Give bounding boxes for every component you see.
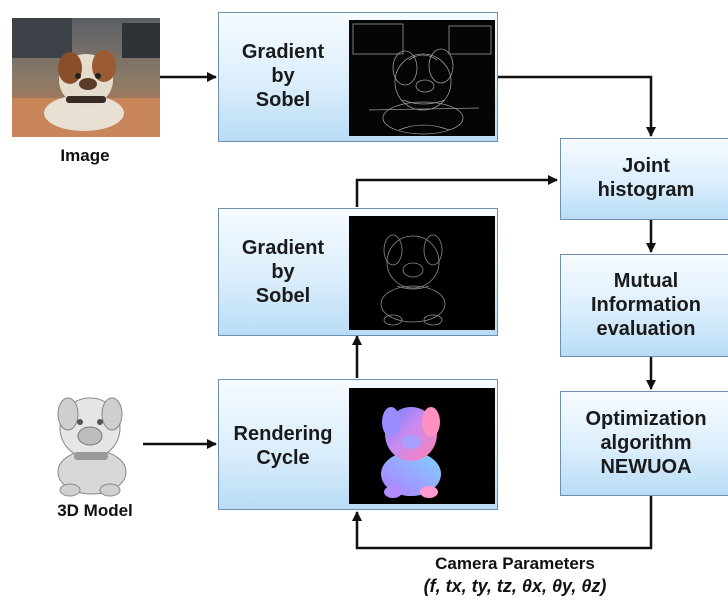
joint-histogram-box: Joint histogram [560, 138, 728, 220]
rendering-cycle-thumbnail [349, 388, 495, 504]
sobel-render-box: Gradient by Sobel [218, 208, 498, 336]
sobel-image-label: Gradient by Sobel [219, 40, 347, 112]
sobel-image-box: Gradient by Sobel [218, 12, 498, 142]
camera-parameters-title: Camera Parameters [435, 554, 595, 573]
optimization-label: Optimization algorithm NEWUOA [561, 407, 728, 479]
sobel-render-thumbnail [349, 216, 495, 330]
arrow-optim-to-render [352, 496, 653, 550]
mutual-information-label: Mutual Information evaluation [561, 269, 728, 341]
optimization-label-line1: Optimization [585, 408, 707, 430]
camera-parameters-formula: (f, tx, ty, tz, θx, θy, θz) [400, 576, 630, 597]
joint-histogram-label: Joint histogram [561, 154, 728, 202]
sobel-render-label-line3: Sobel [255, 285, 311, 307]
model-render-preview [48, 384, 140, 500]
camera-parameters-formula-text: (f, tx, ty, tz, θx, θy, θz) [423, 576, 607, 596]
joint-histogram-label-line2: histogram [597, 179, 695, 201]
mutual-information-label-line2: Information [591, 294, 701, 316]
arrow-sobel-top-to-joint [497, 75, 656, 137]
rendering-cycle-label-line2: Cycle [256, 447, 310, 469]
optimization-box: Optimization algorithm NEWUOA [560, 391, 728, 496]
optimization-label-line3: NEWUOA [600, 456, 692, 478]
mutual-information-box: Mutual Information evaluation [560, 254, 728, 357]
optimization-label-line2: algorithm [600, 432, 692, 454]
sobel-render-label: Gradient by Sobel [219, 236, 347, 308]
sobel-render-label-line2: by [271, 261, 295, 283]
sobel-image-label-line1: Gradient [241, 41, 325, 63]
rendering-cycle-label-line1: Rendering [233, 423, 333, 445]
model-caption: 3D Model [57, 501, 133, 520]
mutual-information-label-line1: Mutual [613, 270, 679, 292]
arrow-sobel-mid-to-joint [355, 175, 558, 207]
sobel-image-label-line2: by [271, 65, 295, 87]
rendering-cycle-label: Rendering Cycle [219, 422, 347, 470]
rendering-cycle-box: Rendering Cycle [218, 379, 498, 510]
image-caption: Image [60, 146, 110, 165]
sobel-render-label-line1: Gradient [241, 237, 325, 259]
joint-histogram-label-line1: Joint [622, 155, 670, 177]
sobel-image-label-line3: Sobel [255, 89, 311, 111]
sobel-image-thumbnail [349, 20, 495, 136]
mutual-information-label-line3: evaluation [596, 318, 696, 340]
input-photo [12, 18, 160, 137]
